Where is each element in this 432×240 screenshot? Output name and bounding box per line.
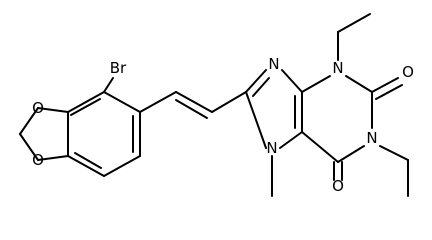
- bond-c6-c5: [301, 131, 339, 163]
- bond-c2-o: [371, 77, 399, 93]
- bond-v2-c8: [211, 91, 247, 113]
- bond-v1-v2-inner: [175, 99, 208, 119]
- atom-label-imidazole-nitrogen: N: [268, 55, 279, 73]
- bond-layer: [19, 13, 409, 197]
- bond-b6-b1: [103, 91, 141, 113]
- bond-o1-ch2: [19, 107, 39, 135]
- bond-b3-b4: [67, 155, 105, 177]
- bond-o2-b3: [37, 155, 69, 161]
- bond-b4-b5: [103, 155, 141, 177]
- atom-label-carbonyl-oxygen-c2: O: [402, 63, 414, 81]
- atom-label-bromine: Br: [110, 59, 127, 77]
- bond-c4-n3: [301, 75, 331, 93]
- bond-n7-c8: [245, 91, 267, 149]
- bond-ch2-o2: [19, 133, 39, 161]
- atom-label-n7-nitrogen: N: [266, 139, 277, 157]
- atom-label-n1-nitrogen: N: [366, 129, 377, 147]
- bond-v1-v2: [175, 91, 213, 113]
- bond-b1-br: [103, 77, 114, 93]
- bond-n3-ethyl-ch3: [337, 13, 371, 33]
- bond-b1-b2-inner: [70, 98, 101, 116]
- bond-c5-n7: [279, 131, 303, 149]
- atom-label-dioxole-oxygen-bottom: O: [32, 151, 44, 169]
- bond-b2-o1: [37, 107, 69, 113]
- bond-c2-o-inner: [375, 84, 403, 100]
- bond-c8-n9: [245, 69, 267, 93]
- bond-n9-c4: [281, 69, 303, 93]
- atom-label-layer: Br N N N N O O O O: [32, 55, 414, 195]
- bond-n1-ethyl-ch2: [379, 145, 409, 161]
- bond-n1-c6: [337, 145, 365, 163]
- bond-c8-n9-inner: [252, 77, 270, 97]
- atom-label-carbonyl-oxygen-c6: O: [332, 177, 344, 195]
- chemical-structure-diagram: Br N N N N O O O O: [19, 13, 414, 197]
- atom-label-dioxole-oxygen-top: O: [32, 99, 44, 117]
- atom-label-n3-nitrogen: N: [332, 59, 343, 77]
- bond-b6-v1: [139, 91, 177, 113]
- bond-b3-b4-inner: [74, 152, 102, 169]
- bond-n3-c2: [345, 75, 373, 93]
- bond-b1-b2: [67, 91, 105, 113]
